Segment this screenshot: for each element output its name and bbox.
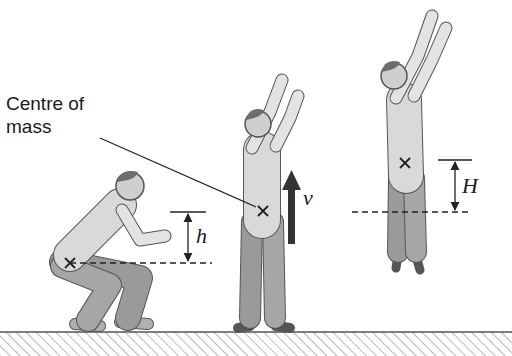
H-dimension xyxy=(352,158,472,212)
ground-line xyxy=(0,331,512,333)
crouching-figure xyxy=(62,171,165,326)
dimension-symbol: H xyxy=(462,174,486,198)
leader-line xyxy=(100,138,256,207)
ground-hatch xyxy=(0,332,512,356)
com-cross xyxy=(258,206,268,216)
h-dimension xyxy=(65,212,212,268)
velocity-arrow xyxy=(282,170,301,244)
velocity-symbol: v xyxy=(303,186,323,210)
dimension-symbol: h xyxy=(196,224,216,248)
callout-label: Centre of mass xyxy=(6,92,98,138)
standing-figure xyxy=(238,80,298,328)
airborne-figure xyxy=(381,16,446,270)
